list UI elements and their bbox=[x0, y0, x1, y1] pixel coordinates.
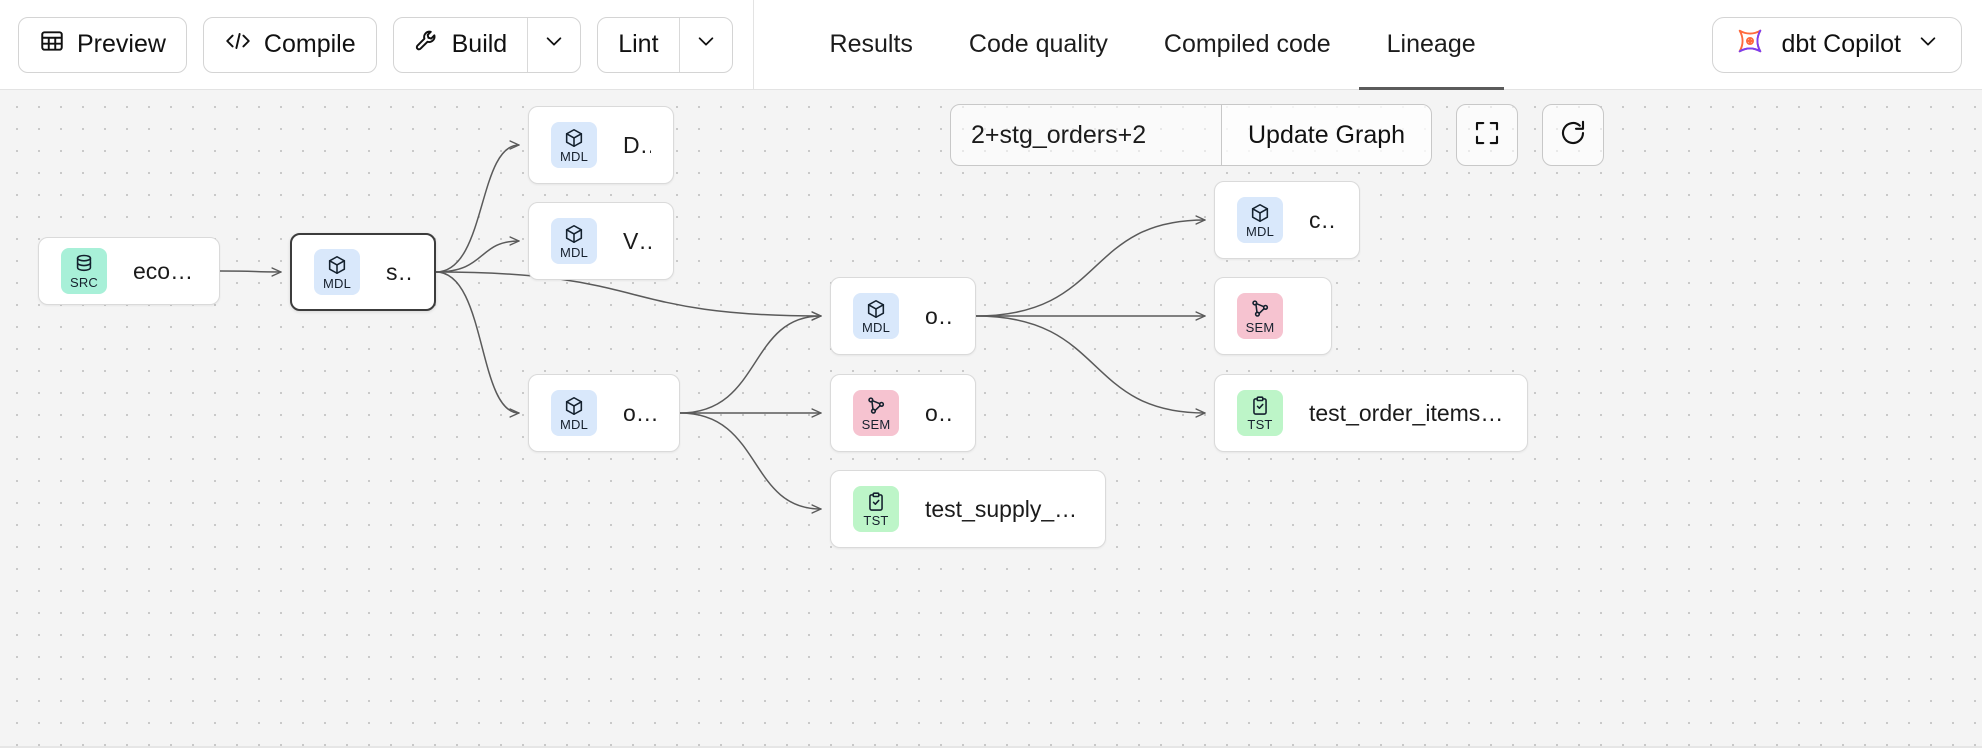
action-button-group: Preview Compile bbox=[0, 0, 733, 90]
lineage-node-label: order_item bbox=[925, 399, 953, 426]
graph-selector-group: Update Graph bbox=[950, 104, 1433, 166]
lineage-edge bbox=[975, 220, 1205, 317]
refresh-button[interactable] bbox=[1542, 104, 1605, 166]
graph-controls: Update Graph bbox=[950, 104, 1605, 166]
build-button[interactable]: Build bbox=[394, 17, 529, 72]
lineage-node-label: ecom.raw_orders bbox=[133, 257, 197, 284]
update-graph-label: Update Graph bbox=[1248, 120, 1406, 149]
lineage-edge bbox=[975, 315, 1205, 413]
dbt-copilot-button[interactable]: dbt Copilot bbox=[1712, 16, 1962, 73]
semantic-icon: SEM bbox=[853, 390, 899, 436]
lineage-node-label: customers bbox=[1309, 206, 1337, 233]
lineage-node-ecom_raw_orders[interactable]: SRC ecom.raw_orders bbox=[38, 237, 220, 305]
lineage-node-customers[interactable]: MDL customers bbox=[1214, 181, 1360, 259]
lineage-edge bbox=[679, 316, 821, 414]
lineage-edge bbox=[219, 271, 281, 272]
fullscreen-icon bbox=[1472, 118, 1502, 153]
tab-compiled-code[interactable]: Compiled code bbox=[1136, 0, 1359, 90]
compile-button-label: Compile bbox=[263, 30, 356, 58]
lineage-edge bbox=[435, 271, 519, 413]
lineage-node-test_order_items[interactable]: TST test_order_items_compute_to_bools_c..… bbox=[1214, 374, 1528, 452]
top-toolbar: Preview Compile bbox=[0, 0, 1982, 90]
cube-icon: MDL bbox=[853, 293, 899, 339]
preview-button-label: Preview bbox=[77, 30, 166, 58]
clipboard-check-icon: TST bbox=[853, 486, 899, 532]
lineage-edge bbox=[679, 412, 821, 509]
semantic-icon: SEM bbox=[1237, 293, 1283, 339]
tab-lineage-label: Lineage bbox=[1386, 30, 1476, 58]
lineage-node-order_item_sem[interactable]: SEM order_item bbox=[830, 374, 976, 452]
wrench-icon bbox=[414, 28, 440, 61]
lint-button-label: Lint bbox=[618, 30, 659, 58]
lineage-node-demo[interactable]: MDL Demo bbox=[528, 106, 674, 184]
tab-code-quality-label: Code quality bbox=[968, 30, 1108, 58]
clipboard-check-icon: TST bbox=[1237, 390, 1283, 436]
lineage-canvas[interactable]: SRCecom.raw_ordersMDLstg_ordersMDLDemoMD… bbox=[0, 90, 1982, 746]
lineage-node-label: Demo bbox=[623, 131, 651, 158]
lint-button-group: Lint bbox=[597, 16, 733, 73]
database-icon: SRC bbox=[61, 248, 107, 294]
lineage-node-label: VE_Demo bbox=[623, 227, 651, 254]
cube-icon: MDL bbox=[551, 122, 597, 168]
lineage-edge bbox=[435, 241, 519, 273]
tab-code-quality[interactable]: Code quality bbox=[941, 0, 1136, 90]
lineage-node-label: stg_orders bbox=[386, 258, 412, 285]
lineage-node-label: test_order_items_compute_to_bools_c... bbox=[1309, 399, 1505, 426]
dbt-spark-icon bbox=[1735, 26, 1765, 63]
lineage-node-test_supply_costs[interactable]: TST test_supply_costs_sum_correctly bbox=[830, 470, 1106, 548]
lineage-node-order_items[interactable]: MDL order_items bbox=[528, 374, 680, 452]
compile-button[interactable]: Compile bbox=[202, 16, 377, 73]
canvas-bottom-border bbox=[0, 746, 1982, 748]
table-icon bbox=[39, 28, 65, 61]
lineage-edges bbox=[219, 90, 1982, 746]
dbt-copilot-label: dbt Copilot bbox=[1781, 30, 1901, 58]
cube-icon: MDL bbox=[551, 218, 597, 264]
tab-results-label: Results bbox=[829, 30, 913, 58]
cube-icon: MDL bbox=[314, 249, 360, 295]
lineage-node-label: order_items bbox=[623, 399, 657, 426]
code-icon bbox=[224, 28, 252, 61]
lineage-node-label: orders bbox=[925, 302, 953, 329]
build-dropdown-toggle[interactable] bbox=[528, 18, 580, 72]
lineage-edge bbox=[435, 145, 519, 273]
chevron-down-icon bbox=[543, 30, 565, 59]
lint-dropdown-toggle[interactable] bbox=[680, 18, 732, 72]
toolbar-divider bbox=[752, 0, 754, 90]
copilot-area: dbt Copilot bbox=[1712, 0, 1982, 90]
graph-selector-input[interactable] bbox=[951, 105, 1221, 165]
refresh-icon bbox=[1558, 118, 1588, 153]
build-button-label: Build bbox=[451, 30, 508, 58]
chevron-down-icon bbox=[1917, 30, 1939, 59]
cube-icon: MDL bbox=[551, 390, 597, 436]
lineage-node-orders_sem[interactable]: SEMorders bbox=[1214, 277, 1332, 355]
lint-button[interactable]: Lint bbox=[598, 17, 680, 72]
cube-icon: MDL bbox=[1237, 197, 1283, 243]
build-button-group: Build bbox=[392, 16, 582, 73]
lineage-node-ve_demo[interactable]: MDL VE_Demo bbox=[528, 202, 674, 280]
tab-compiled-code-label: Compiled code bbox=[1163, 30, 1331, 58]
update-graph-button[interactable]: Update Graph bbox=[1221, 105, 1432, 165]
lineage-node-label: test_supply_costs_sum_correctly bbox=[925, 495, 1083, 522]
panel-tabs: Results Code quality Compiled code Linea… bbox=[754, 0, 1504, 90]
tab-lineage[interactable]: Lineage bbox=[1358, 0, 1504, 90]
chevron-down-icon bbox=[695, 30, 717, 59]
tab-results[interactable]: Results bbox=[802, 0, 941, 90]
lineage-node-orders_mdl[interactable]: MDL orders bbox=[830, 277, 976, 355]
lineage-node-stg_orders[interactable]: MDL stg_orders bbox=[290, 233, 436, 311]
fullscreen-button[interactable] bbox=[1456, 104, 1519, 166]
preview-button[interactable]: Preview bbox=[18, 16, 187, 73]
